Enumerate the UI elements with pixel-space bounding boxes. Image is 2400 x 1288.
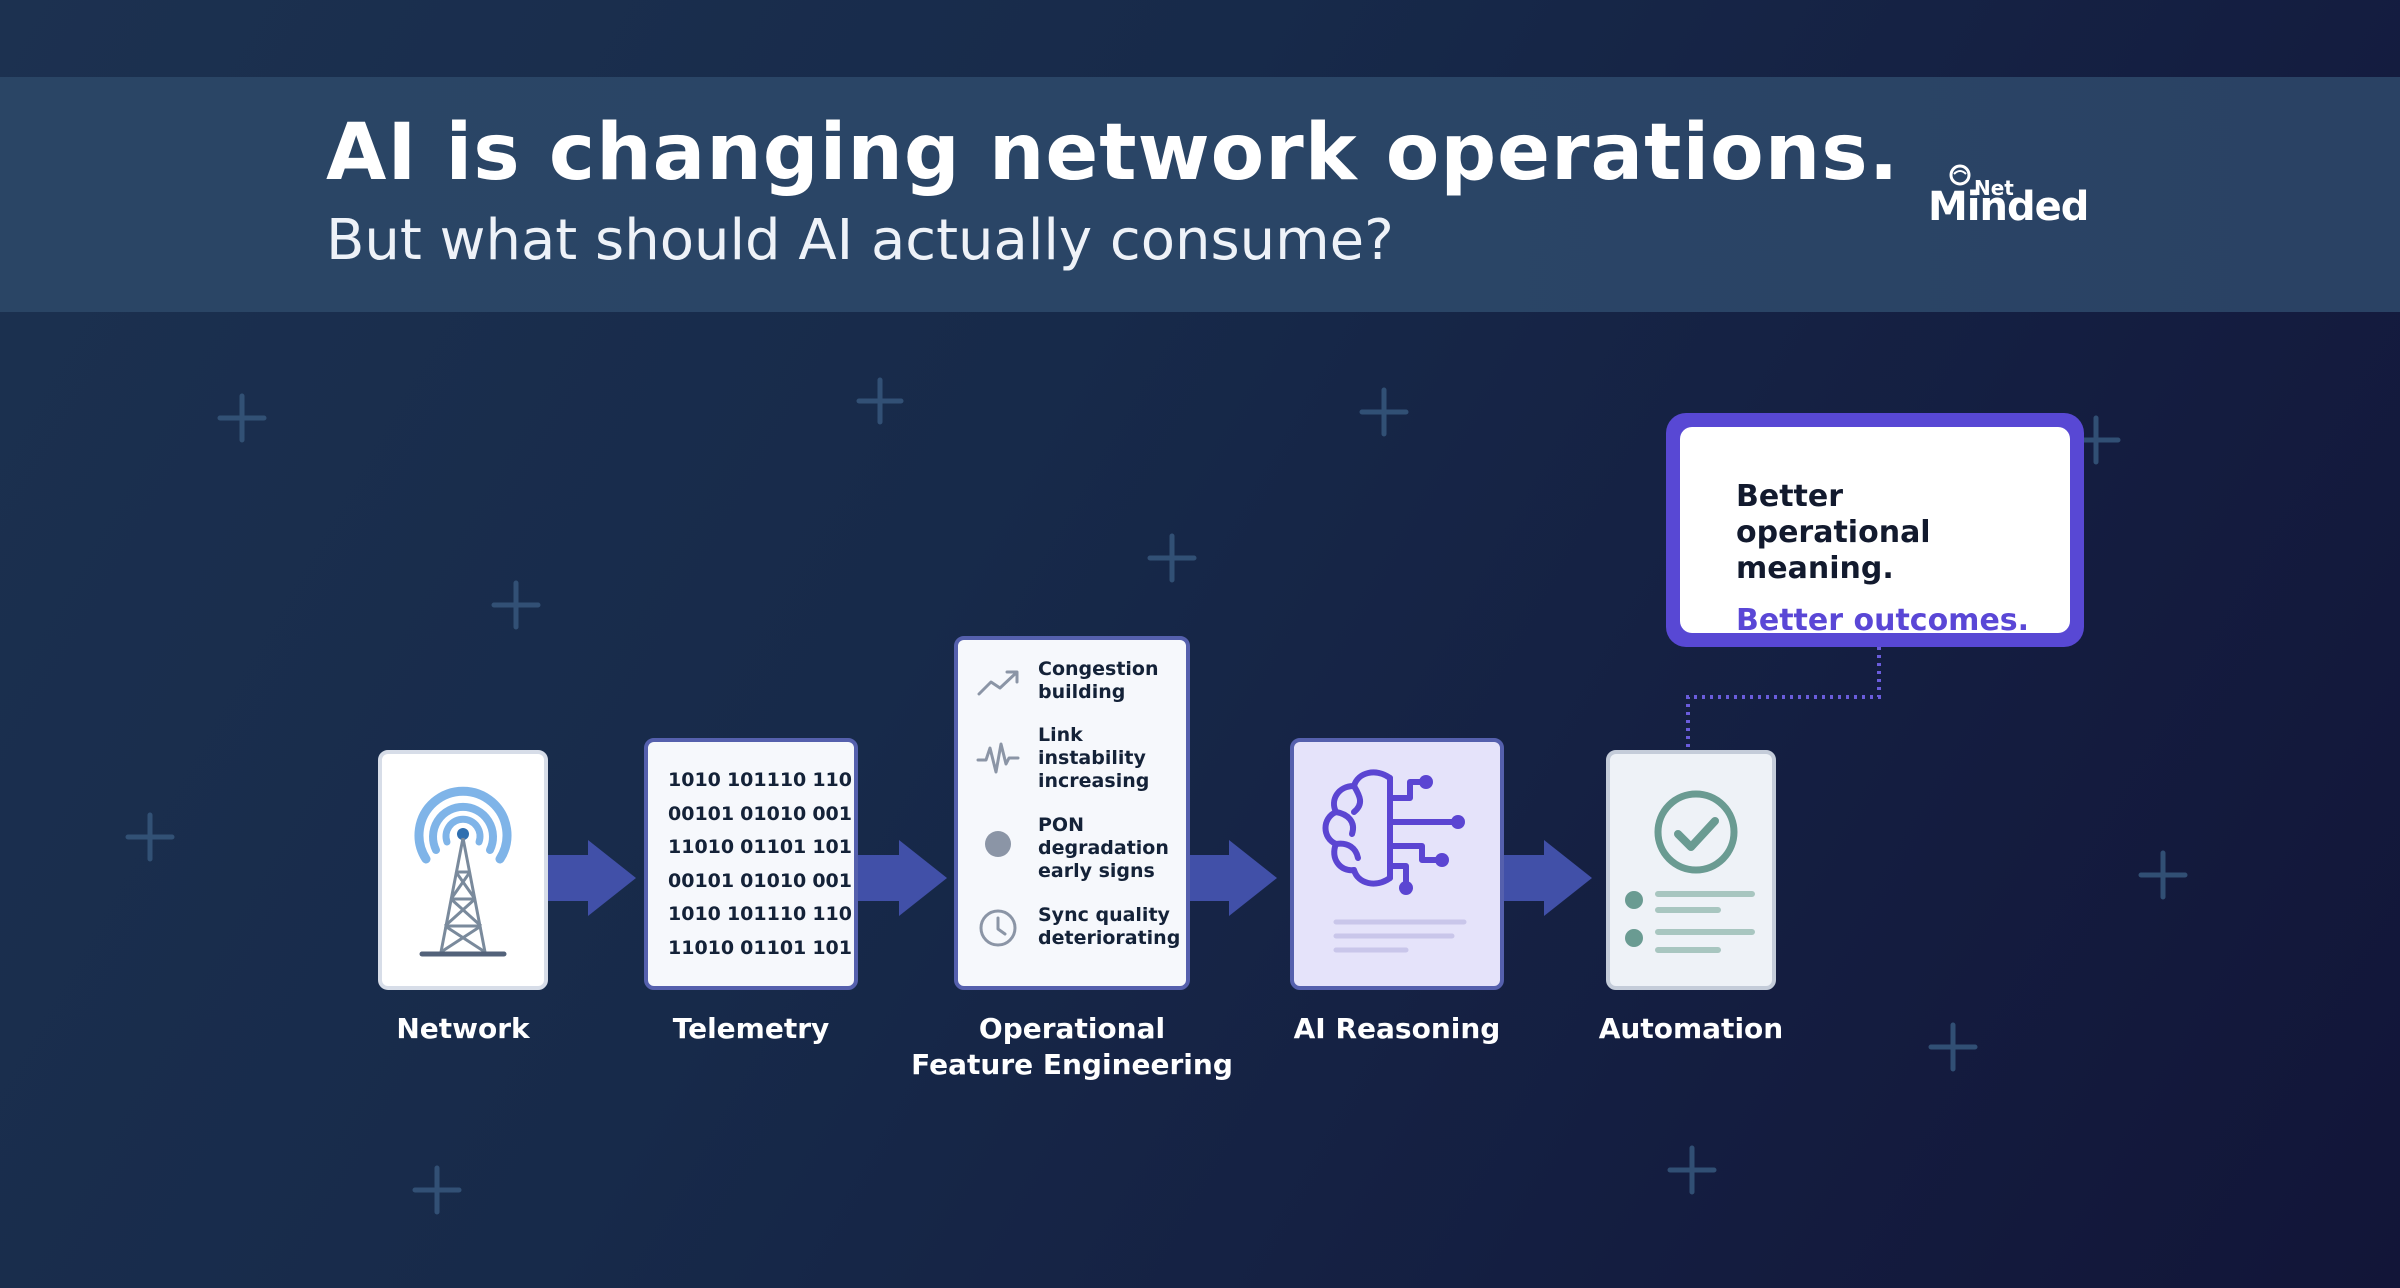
automation-card bbox=[1606, 750, 1776, 990]
logo-net-text: Net bbox=[1974, 176, 2014, 200]
callout-statement: Better operational meaning. bbox=[1736, 479, 2030, 587]
arrow-ai-automation bbox=[1502, 840, 1592, 916]
callout-line: Better operational bbox=[1736, 479, 1931, 550]
stage-label-automation: Automation bbox=[1598, 1012, 1784, 1045]
arrow-telemetry-features bbox=[855, 840, 947, 916]
pulse-icon bbox=[976, 742, 1020, 774]
arrow-network-telemetry bbox=[546, 840, 636, 916]
callout-connector bbox=[1686, 647, 1881, 748]
callout-highlight: Better outcomes. bbox=[1736, 603, 2030, 638]
logo-mark-icon bbox=[1949, 164, 1971, 186]
circuit-brain-icon bbox=[1322, 769, 1467, 953]
header-banner bbox=[0, 77, 2400, 312]
dot-icon bbox=[985, 831, 1011, 857]
outcome-callout: Better operational meaning. Better outco… bbox=[1666, 413, 2084, 647]
ai-reasoning-card bbox=[1290, 738, 1504, 990]
feature-line: Sync quality bbox=[1038, 904, 1170, 926]
feature-line: early signs bbox=[1038, 860, 1155, 882]
page-title: AI is changing network operations. bbox=[326, 108, 1900, 198]
feature-item: PON degradation early signs bbox=[958, 814, 1184, 884]
feature-line: Link bbox=[1038, 724, 1083, 746]
page-subtitle: But what should AI actually consume? bbox=[326, 208, 1394, 273]
feature-line: increasing bbox=[1038, 770, 1150, 792]
feature-line: degradation bbox=[1038, 837, 1169, 859]
checklist-icon bbox=[1625, 790, 1755, 953]
logo-minded-text: Minded bbox=[1928, 184, 2089, 230]
radio-tower-icon bbox=[414, 786, 512, 957]
feature-item: Sync quality deteriorating bbox=[958, 904, 1184, 974]
stage-label-telemetry: Telemetry bbox=[672, 1012, 830, 1045]
feature-item: Congestion building bbox=[958, 658, 1184, 728]
feature-line: instability bbox=[1038, 747, 1146, 769]
feature-line: building bbox=[1038, 681, 1126, 703]
outcome-callout-body: Better operational meaning. Better outco… bbox=[1680, 427, 2070, 638]
feature-line: Congestion bbox=[1038, 658, 1159, 680]
stage-label-feature-engineering: Operational Feature Engineering bbox=[900, 1011, 1244, 1083]
stage-label-ai-reasoning: AI Reasoning bbox=[1293, 1012, 1501, 1045]
network-card bbox=[378, 750, 548, 990]
feature-engineering-card: Congestion building Link instability inc… bbox=[954, 636, 1190, 990]
netminded-logo: Net Minded bbox=[1928, 162, 2089, 232]
stage-label-line: Feature Engineering bbox=[911, 1048, 1233, 1081]
callout-line: meaning. bbox=[1736, 551, 1894, 586]
clock-icon bbox=[979, 909, 1017, 947]
feature-item: Link instability increasing bbox=[958, 724, 1184, 794]
feature-line: PON bbox=[1038, 814, 1084, 836]
feature-line: deteriorating bbox=[1038, 927, 1181, 949]
trend-up-icon bbox=[977, 670, 1019, 696]
arrow-features-ai bbox=[1187, 840, 1277, 916]
stage-label-line: Operational bbox=[978, 1012, 1166, 1045]
stage-label-network: Network bbox=[396, 1012, 530, 1045]
